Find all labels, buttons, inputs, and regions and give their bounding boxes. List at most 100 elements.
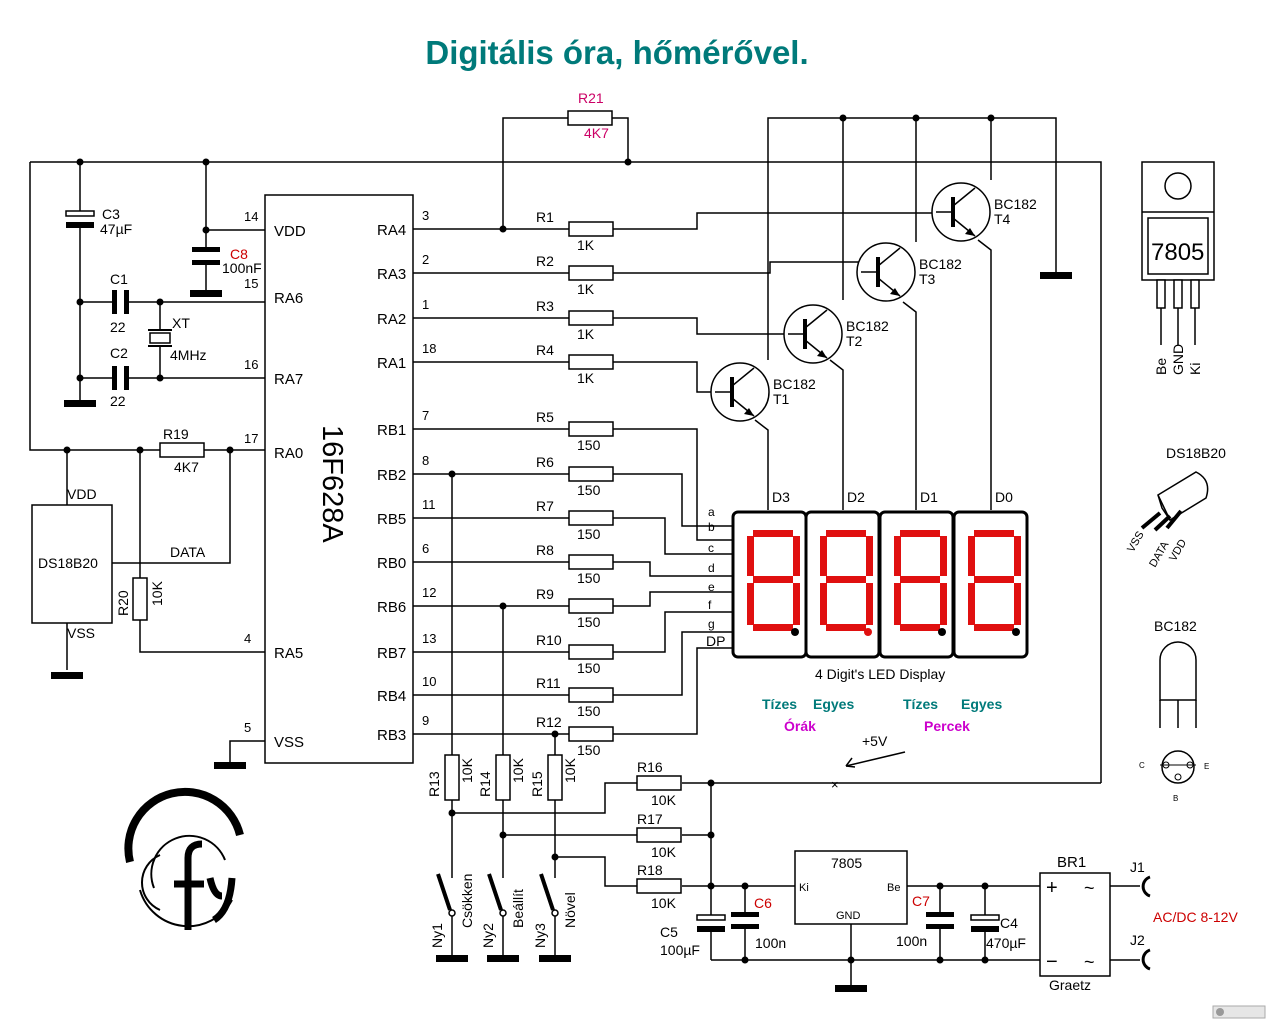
resistor-r21: R21 4K7 xyxy=(567,90,613,141)
resistor-base-4-value: 1K xyxy=(577,370,595,386)
capacitor-c8: C8 100nF xyxy=(192,246,262,276)
mcu-pin-number: 3 xyxy=(422,208,429,223)
jacks: J1 J2 AC/DC 8-12V xyxy=(1130,859,1238,971)
display-caption: 4 Digit's LED Display xyxy=(815,666,945,682)
bridge-plus: + xyxy=(1046,877,1058,899)
regulator-ki: Ki xyxy=(799,882,809,894)
capacitor-c1: C1 22 xyxy=(110,271,129,335)
resistor-r17: R17 10K xyxy=(636,811,682,860)
c2-value: 22 xyxy=(110,393,126,409)
mcu-pin-label: RA6 xyxy=(274,290,303,307)
jack-j1: J1 xyxy=(1130,859,1145,875)
mcu-pin-number: 7 xyxy=(422,408,429,423)
resistor-seg-9-value: 150 xyxy=(577,614,601,630)
r21-name: R21 xyxy=(578,90,604,106)
sensor-vss: VSS xyxy=(67,625,95,641)
r21-value: 4K7 xyxy=(584,125,609,141)
mcu-pin-label: RA0 xyxy=(274,445,303,462)
mcu-pin-label: RB0 xyxy=(377,555,406,572)
capacitor-c4: C4 470µF xyxy=(970,914,1026,951)
button-label: Beállít xyxy=(510,889,526,928)
sensor-data: DATA xyxy=(170,544,206,560)
series-resistor-name: R17 xyxy=(637,811,663,827)
c8-value: 100nF xyxy=(222,260,262,276)
pkgds-pin: VSS xyxy=(1125,529,1146,554)
transistor-name: T2 xyxy=(846,333,863,349)
pkgds-name: DS18B20 xyxy=(1166,445,1226,461)
button-label: Növel xyxy=(562,892,578,928)
c7-value: 100n xyxy=(896,933,927,949)
wires xyxy=(29,117,1140,985)
c6-value: 100n xyxy=(755,935,786,951)
transistor-name: T3 xyxy=(919,271,936,287)
mcu-pin-label: RB1 xyxy=(377,422,406,439)
segment-resistors: R5150R6150R7150R8150R9150R10150R11150R12… xyxy=(536,409,614,758)
mcu-pin-number: 13 xyxy=(422,631,436,646)
resistor-seg-9-name: R9 xyxy=(536,586,554,602)
resistor-seg-7-name: R7 xyxy=(536,498,554,514)
pkg7805-pin: GND xyxy=(1170,344,1186,375)
mcu-pin-label: RB3 xyxy=(377,727,406,744)
digit-d0 xyxy=(952,510,1029,659)
c2-name: C2 xyxy=(110,345,128,361)
button-resistor-name: R13 xyxy=(426,771,442,797)
label-egyes-minutes: Egyes xyxy=(961,696,1002,712)
resistor-seg-6-value: 150 xyxy=(577,482,601,498)
resistor-base-1-value: 1K xyxy=(577,237,595,253)
jack-j2: J2 xyxy=(1130,932,1145,948)
mcu-pin-number: 12 xyxy=(422,585,436,600)
capacitor-c7: C7 100n xyxy=(896,893,954,949)
series-resistor-value: 10K xyxy=(651,895,677,911)
label-egyes-hours: Egyes xyxy=(813,696,854,712)
r20-value: 10K xyxy=(149,580,165,606)
pkgbc-pin: B xyxy=(1173,794,1178,803)
mcu-pin-number: 5 xyxy=(244,720,251,735)
c6-name: C6 xyxy=(754,895,772,911)
pkg7805-pin: Ki xyxy=(1187,363,1203,375)
series-resistor-value: 10K xyxy=(651,844,677,860)
segment-label-f: f xyxy=(708,598,712,612)
transistor-type: BC182 xyxy=(773,376,816,392)
mcu-pin-label: RA7 xyxy=(274,371,303,388)
series-resistor-name: R18 xyxy=(637,862,663,878)
segment-label-e: e xyxy=(708,580,715,594)
segment-label-d: d xyxy=(708,561,715,575)
digit-d3 xyxy=(731,510,808,659)
junction-dots xyxy=(63,114,995,964)
mcu-pin-label: RB7 xyxy=(377,645,406,662)
label-percek: Percek xyxy=(924,718,970,734)
segment-label-dp: DP xyxy=(706,633,725,649)
c3-value: 47µF xyxy=(100,221,132,237)
c3-name: C3 xyxy=(102,206,120,222)
pkgbc-pin: C xyxy=(1139,761,1145,770)
resistor-seg-8-value: 150 xyxy=(577,570,601,586)
digit-label: D2 xyxy=(847,489,865,505)
digit-boxes xyxy=(731,510,1029,659)
plus5v-cross: × xyxy=(831,777,839,792)
mcu-right-pins: RA43RA32RA21RA118RB17RB28RB511RB06RB612R… xyxy=(377,208,436,744)
mcu-pin-label: RB5 xyxy=(377,511,406,528)
pkg7805-pin: Be xyxy=(1153,358,1169,375)
button-resistor-name: R14 xyxy=(477,771,493,797)
mcu-pin-number: 14 xyxy=(244,209,258,224)
c1-value: 22 xyxy=(110,319,126,335)
mcu-pin-number: 9 xyxy=(422,713,429,728)
r19-name: R19 xyxy=(163,426,189,442)
mcu-pin-label: RA1 xyxy=(377,355,406,372)
mcu-pin-label: RB4 xyxy=(377,688,406,705)
